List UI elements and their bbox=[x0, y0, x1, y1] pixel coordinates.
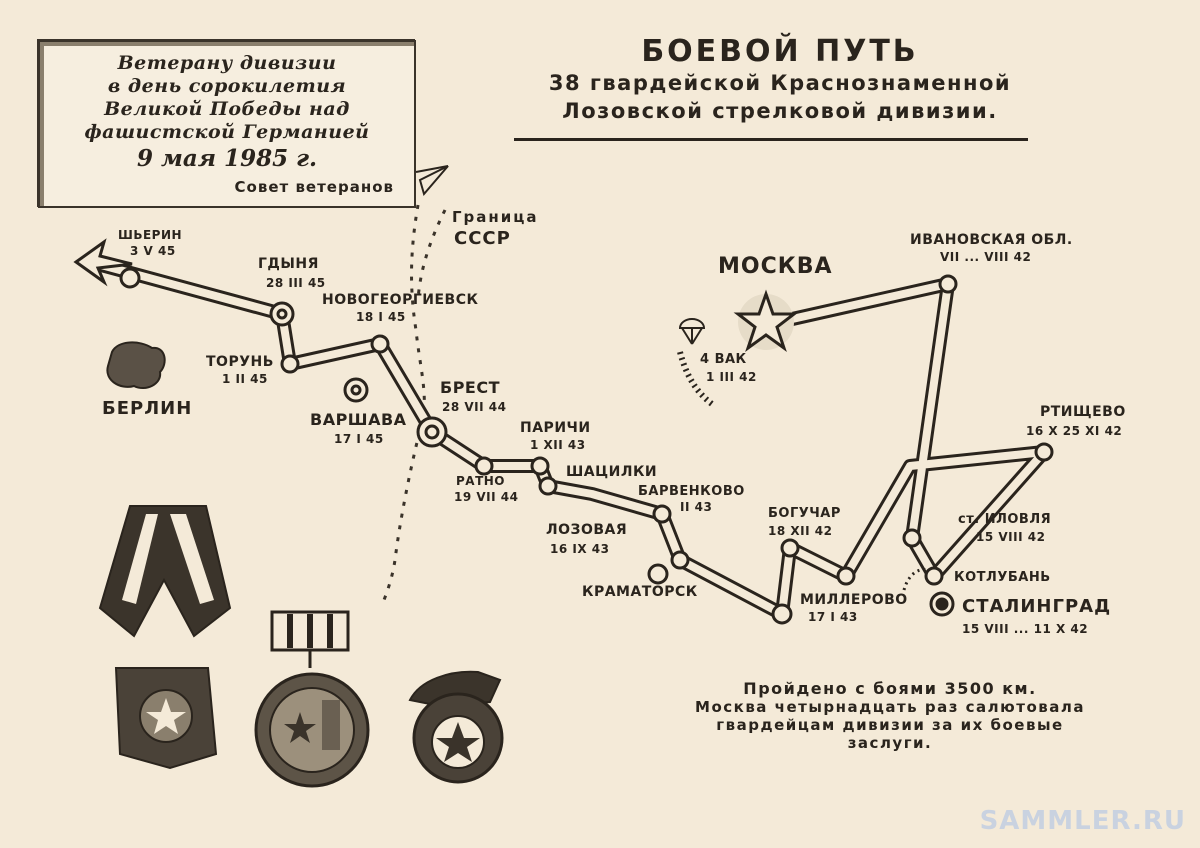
label-brest: БРЕСТ bbox=[440, 378, 501, 397]
marker-boguchar bbox=[780, 538, 800, 558]
ussr-border-line bbox=[380, 204, 426, 606]
label-ratno: РАТНО bbox=[456, 474, 506, 488]
title-underline bbox=[514, 138, 1028, 141]
border-label-line1: Граница bbox=[452, 208, 539, 226]
dedication-pointer-line bbox=[415, 165, 449, 173]
marker-parichi bbox=[530, 456, 550, 476]
label-gdynia: ГДЫНЯ bbox=[258, 256, 319, 272]
label-novogeorgievsk: НОВОГЕОРГИЕВСК bbox=[322, 292, 479, 308]
border-label-line2: СССР bbox=[454, 228, 511, 249]
label-rtishchevo: РТИЩЕВО bbox=[1040, 404, 1126, 420]
title-sub-1: 38 гвардейской Краснознаменной bbox=[548, 71, 1012, 95]
label-lozovaya: ЛОЗОВАЯ bbox=[546, 522, 628, 538]
marker-brest-inner bbox=[424, 424, 440, 440]
parachute-icon bbox=[678, 318, 706, 345]
guards-badge-icon bbox=[408, 670, 504, 784]
label-moscow: МОСКВА bbox=[718, 254, 833, 279]
label-vak-date: 1 III 42 bbox=[706, 370, 757, 384]
marker-shatsilki bbox=[538, 476, 558, 496]
marker-stalingrad-inner bbox=[935, 597, 949, 611]
label-ilovlya-date: 15 VIII 42 bbox=[976, 530, 1046, 544]
title-sub-2: Лозовской стрелковой дивизии. bbox=[562, 99, 998, 123]
marker-lozovaya bbox=[670, 550, 690, 570]
order-red-banner-icon bbox=[98, 505, 232, 770]
label-stalingrad-date: 15 VIII ... 11 X 42 bbox=[962, 622, 1089, 636]
dedication-box: Ветерану дивизии в день сорокилетия Вели… bbox=[38, 40, 416, 208]
label-ratno-date: 19 VII 44 bbox=[454, 490, 519, 504]
label-shwerin: ШЬЕРИН bbox=[118, 228, 183, 242]
marker-barvenkovo bbox=[652, 504, 672, 524]
label-parichi-date: 1 XII 43 bbox=[530, 438, 586, 452]
summary-line: гвардейцам дивизии за их боевые bbox=[716, 716, 1064, 734]
label-shwerin-date: 3 V 45 bbox=[130, 244, 176, 258]
label-millerovo: МИЛЛЕРОВО bbox=[800, 592, 908, 608]
label-stalingrad: СТАЛИНГРАД bbox=[962, 596, 1112, 617]
dedication-line: фашистской Германией bbox=[84, 121, 370, 143]
marker-kotluban bbox=[924, 566, 944, 586]
label-boguchar: БОГУЧАР bbox=[768, 506, 841, 521]
label-kramatorsk: КРАМАТОРСК bbox=[582, 584, 698, 600]
marker-ratno bbox=[474, 456, 494, 476]
label-ivanovo-date: VII ... VIII 42 bbox=[940, 250, 1032, 264]
marker-ilovlya bbox=[902, 528, 922, 548]
label-ivanovo: ИВАНОВСКАЯ ОБЛ. bbox=[910, 232, 1073, 248]
moscow-star-icon bbox=[733, 289, 799, 352]
poster-title: БОЕВОЙ ПУТЬ 38 гвардейской Краснознаменн… bbox=[490, 34, 1070, 141]
marker-point bbox=[836, 566, 856, 586]
label-boguchar-date: 18 XII 42 bbox=[768, 524, 833, 538]
stalingrad-front-hatch bbox=[902, 568, 927, 591]
city-markers bbox=[119, 267, 1054, 625]
label-warsaw: ВАРШАВА bbox=[310, 410, 407, 429]
label-brest-date: 28 VII 44 bbox=[442, 400, 507, 414]
marker-kramatorsk bbox=[647, 563, 669, 585]
label-barvenkovo: БАРВЕНКОВО bbox=[638, 484, 745, 499]
label-berlin: БЕРЛИН bbox=[102, 398, 193, 419]
marker-novogeorgievsk bbox=[370, 334, 390, 354]
summary-text: Пройдено с боями 3500 км. Москва четырна… bbox=[640, 679, 1140, 753]
dedication-date: 9 мая 1985 г. bbox=[136, 145, 318, 172]
marker-millerovo bbox=[771, 603, 793, 625]
marker-shwerin bbox=[119, 267, 141, 289]
marker-warsaw-inner bbox=[350, 384, 362, 396]
label-ilovlya: ст. ИЛОВЛЯ bbox=[958, 512, 1052, 527]
summary-line: заслуги. bbox=[847, 734, 933, 752]
label-lozovaya-date: 16 IX 43 bbox=[550, 542, 610, 556]
dedication-line: Великой Победы над bbox=[104, 98, 350, 120]
title-main: БОЕВОЙ ПУТЬ bbox=[641, 34, 919, 69]
label-gdynia-date: 28 III 45 bbox=[266, 276, 326, 290]
route-path bbox=[88, 255, 1051, 621]
marker-gdynia-inner bbox=[276, 308, 288, 320]
label-kotluban: КОТЛУБАНЬ bbox=[954, 570, 1051, 585]
label-torun: ТОРУНЬ bbox=[206, 354, 274, 370]
berlin-area-icon bbox=[106, 341, 166, 390]
route-arrow-head bbox=[73, 238, 133, 287]
summary-line: Москва четырнадцать раз салютовала bbox=[695, 698, 1085, 716]
dedication-line: в день сорокилетия bbox=[107, 75, 347, 97]
watermark: SAMMLER.RU bbox=[979, 806, 1186, 836]
label-novogeorgievsk-date: 18 I 45 bbox=[356, 310, 406, 324]
label-rtishchevo-date: 16 X 25 XI 42 bbox=[1026, 424, 1123, 438]
label-vak: 4 ВАК bbox=[700, 352, 747, 367]
label-shatsilki: ШАЦИЛКИ bbox=[566, 464, 658, 480]
label-barvenkovo-date: II 43 bbox=[680, 500, 713, 514]
marker-rtishchevo bbox=[1034, 442, 1054, 462]
dedication-line: Ветерану дивизии bbox=[117, 52, 337, 74]
ussr-border-line-branch bbox=[416, 209, 447, 301]
label-millerovo-date: 17 I 43 bbox=[808, 610, 858, 624]
marker-torun bbox=[280, 354, 300, 374]
guards-medal-icon bbox=[254, 610, 370, 788]
dedication-pointer bbox=[418, 165, 449, 197]
dedication-signature: Совет ветеранов bbox=[234, 178, 394, 196]
label-warsaw-date: 17 I 45 bbox=[334, 432, 384, 446]
summary-line: Пройдено с боями 3500 км. bbox=[743, 679, 1037, 698]
label-parichi: ПАРИЧИ bbox=[520, 420, 591, 436]
label-torun-date: 1 II 45 bbox=[222, 372, 268, 386]
marker-ivanovo bbox=[938, 274, 958, 294]
